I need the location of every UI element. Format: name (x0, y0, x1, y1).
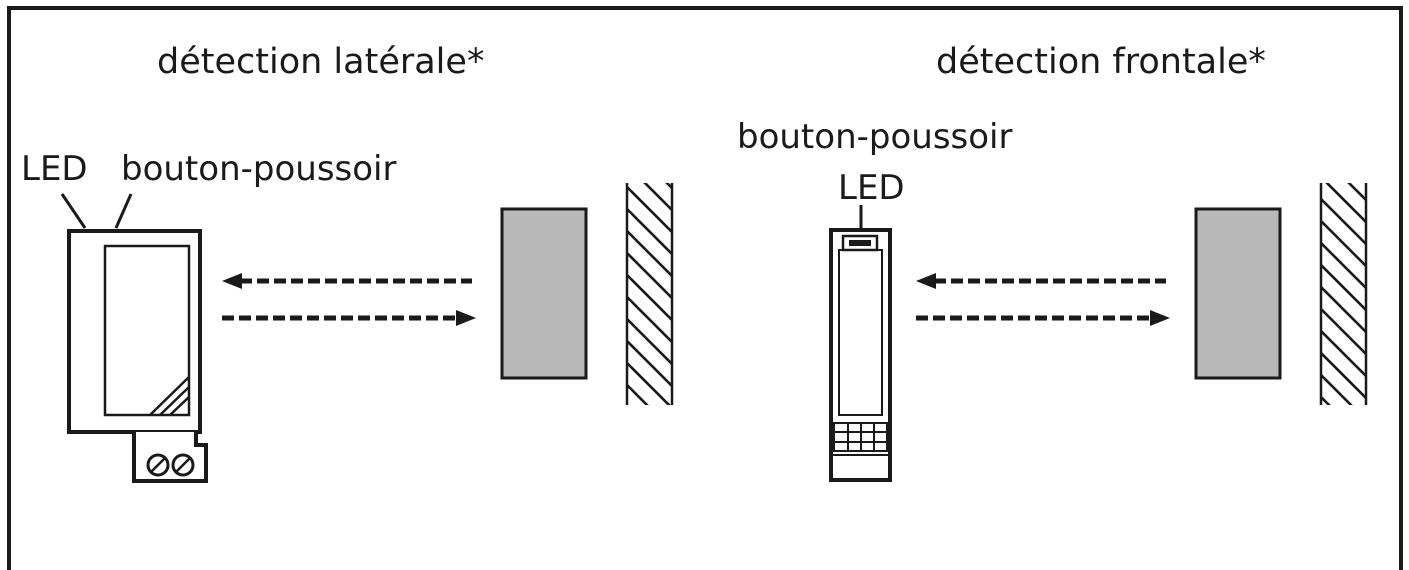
sensor-terminal-block (132, 432, 208, 483)
left-button-label: bouton-poussoir (121, 149, 396, 189)
left-background-wall (627, 183, 672, 405)
figure-frame (7, 6, 1403, 570)
right-button-label: bouton-poussoir (737, 117, 1012, 157)
sensor-lens-window (103, 244, 191, 417)
lateral-sensor (67, 229, 208, 483)
left-panel-title: détection latérale* (157, 42, 484, 82)
left-button-leader (114, 193, 133, 229)
right-led-label: LED (838, 168, 905, 208)
frontal-sensor-inner (838, 249, 883, 416)
right-target-object (1194, 207, 1282, 380)
left-target-object (500, 207, 588, 380)
left-led-label: LED (21, 149, 88, 189)
right-background-wall (1321, 183, 1366, 405)
left-return-beam (222, 273, 472, 289)
right-return-beam (916, 273, 1166, 289)
right-panel-title: détection frontale* (936, 42, 1266, 82)
left-emit-beam (222, 310, 476, 326)
left-led-leader (60, 193, 87, 229)
right-emit-beam (916, 310, 1170, 326)
frontal-sensor (829, 205, 892, 482)
